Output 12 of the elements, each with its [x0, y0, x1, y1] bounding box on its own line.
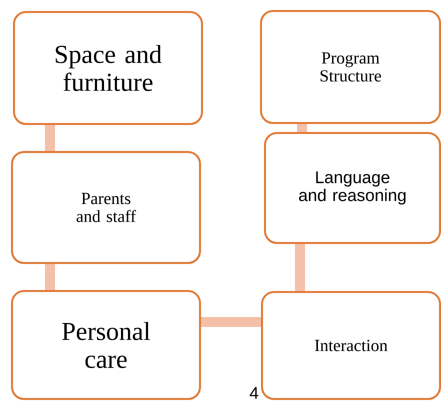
connector-line: [45, 125, 55, 151]
process-box: Program Structure: [260, 10, 441, 124]
connector-line: [45, 264, 55, 290]
process-box: Interaction: [261, 291, 441, 400]
connector-line: [295, 244, 305, 291]
page-number: 4: [250, 387, 258, 399]
connector-line: [297, 124, 307, 132]
process-box: Personal care: [11, 290, 201, 400]
process-box: Space and furniture: [13, 11, 203, 125]
process-box: Parents and staff: [11, 151, 201, 264]
process-box: Language and reasoning: [264, 132, 441, 244]
connector-line: [201, 317, 261, 327]
